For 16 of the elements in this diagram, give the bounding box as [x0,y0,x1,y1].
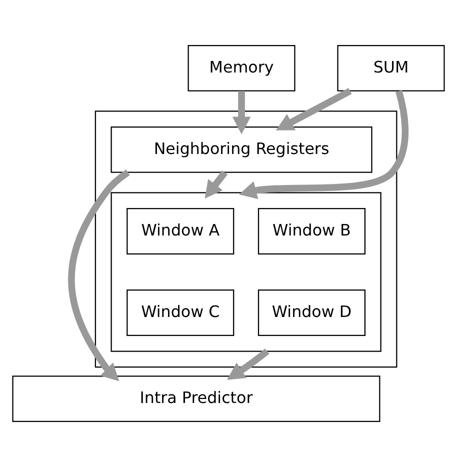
arrow [226,348,270,380]
node-box: SUM [337,44,445,92]
cluster [110,192,382,352]
arrow [238,90,409,200]
arrow [68,170,130,382]
node-box: Intra Predictor [12,376,380,422]
arrow [276,88,352,130]
node-box: Window A [126,208,234,254]
node-box: Memory [188,44,296,92]
arrow [232,90,251,134]
node-box: Window D [258,290,366,336]
node-box: Window B [258,208,366,254]
cluster [94,110,398,368]
node-box: Neighboring Registers [110,126,372,173]
node-box: Window C [126,290,234,336]
arrow [204,170,228,199]
